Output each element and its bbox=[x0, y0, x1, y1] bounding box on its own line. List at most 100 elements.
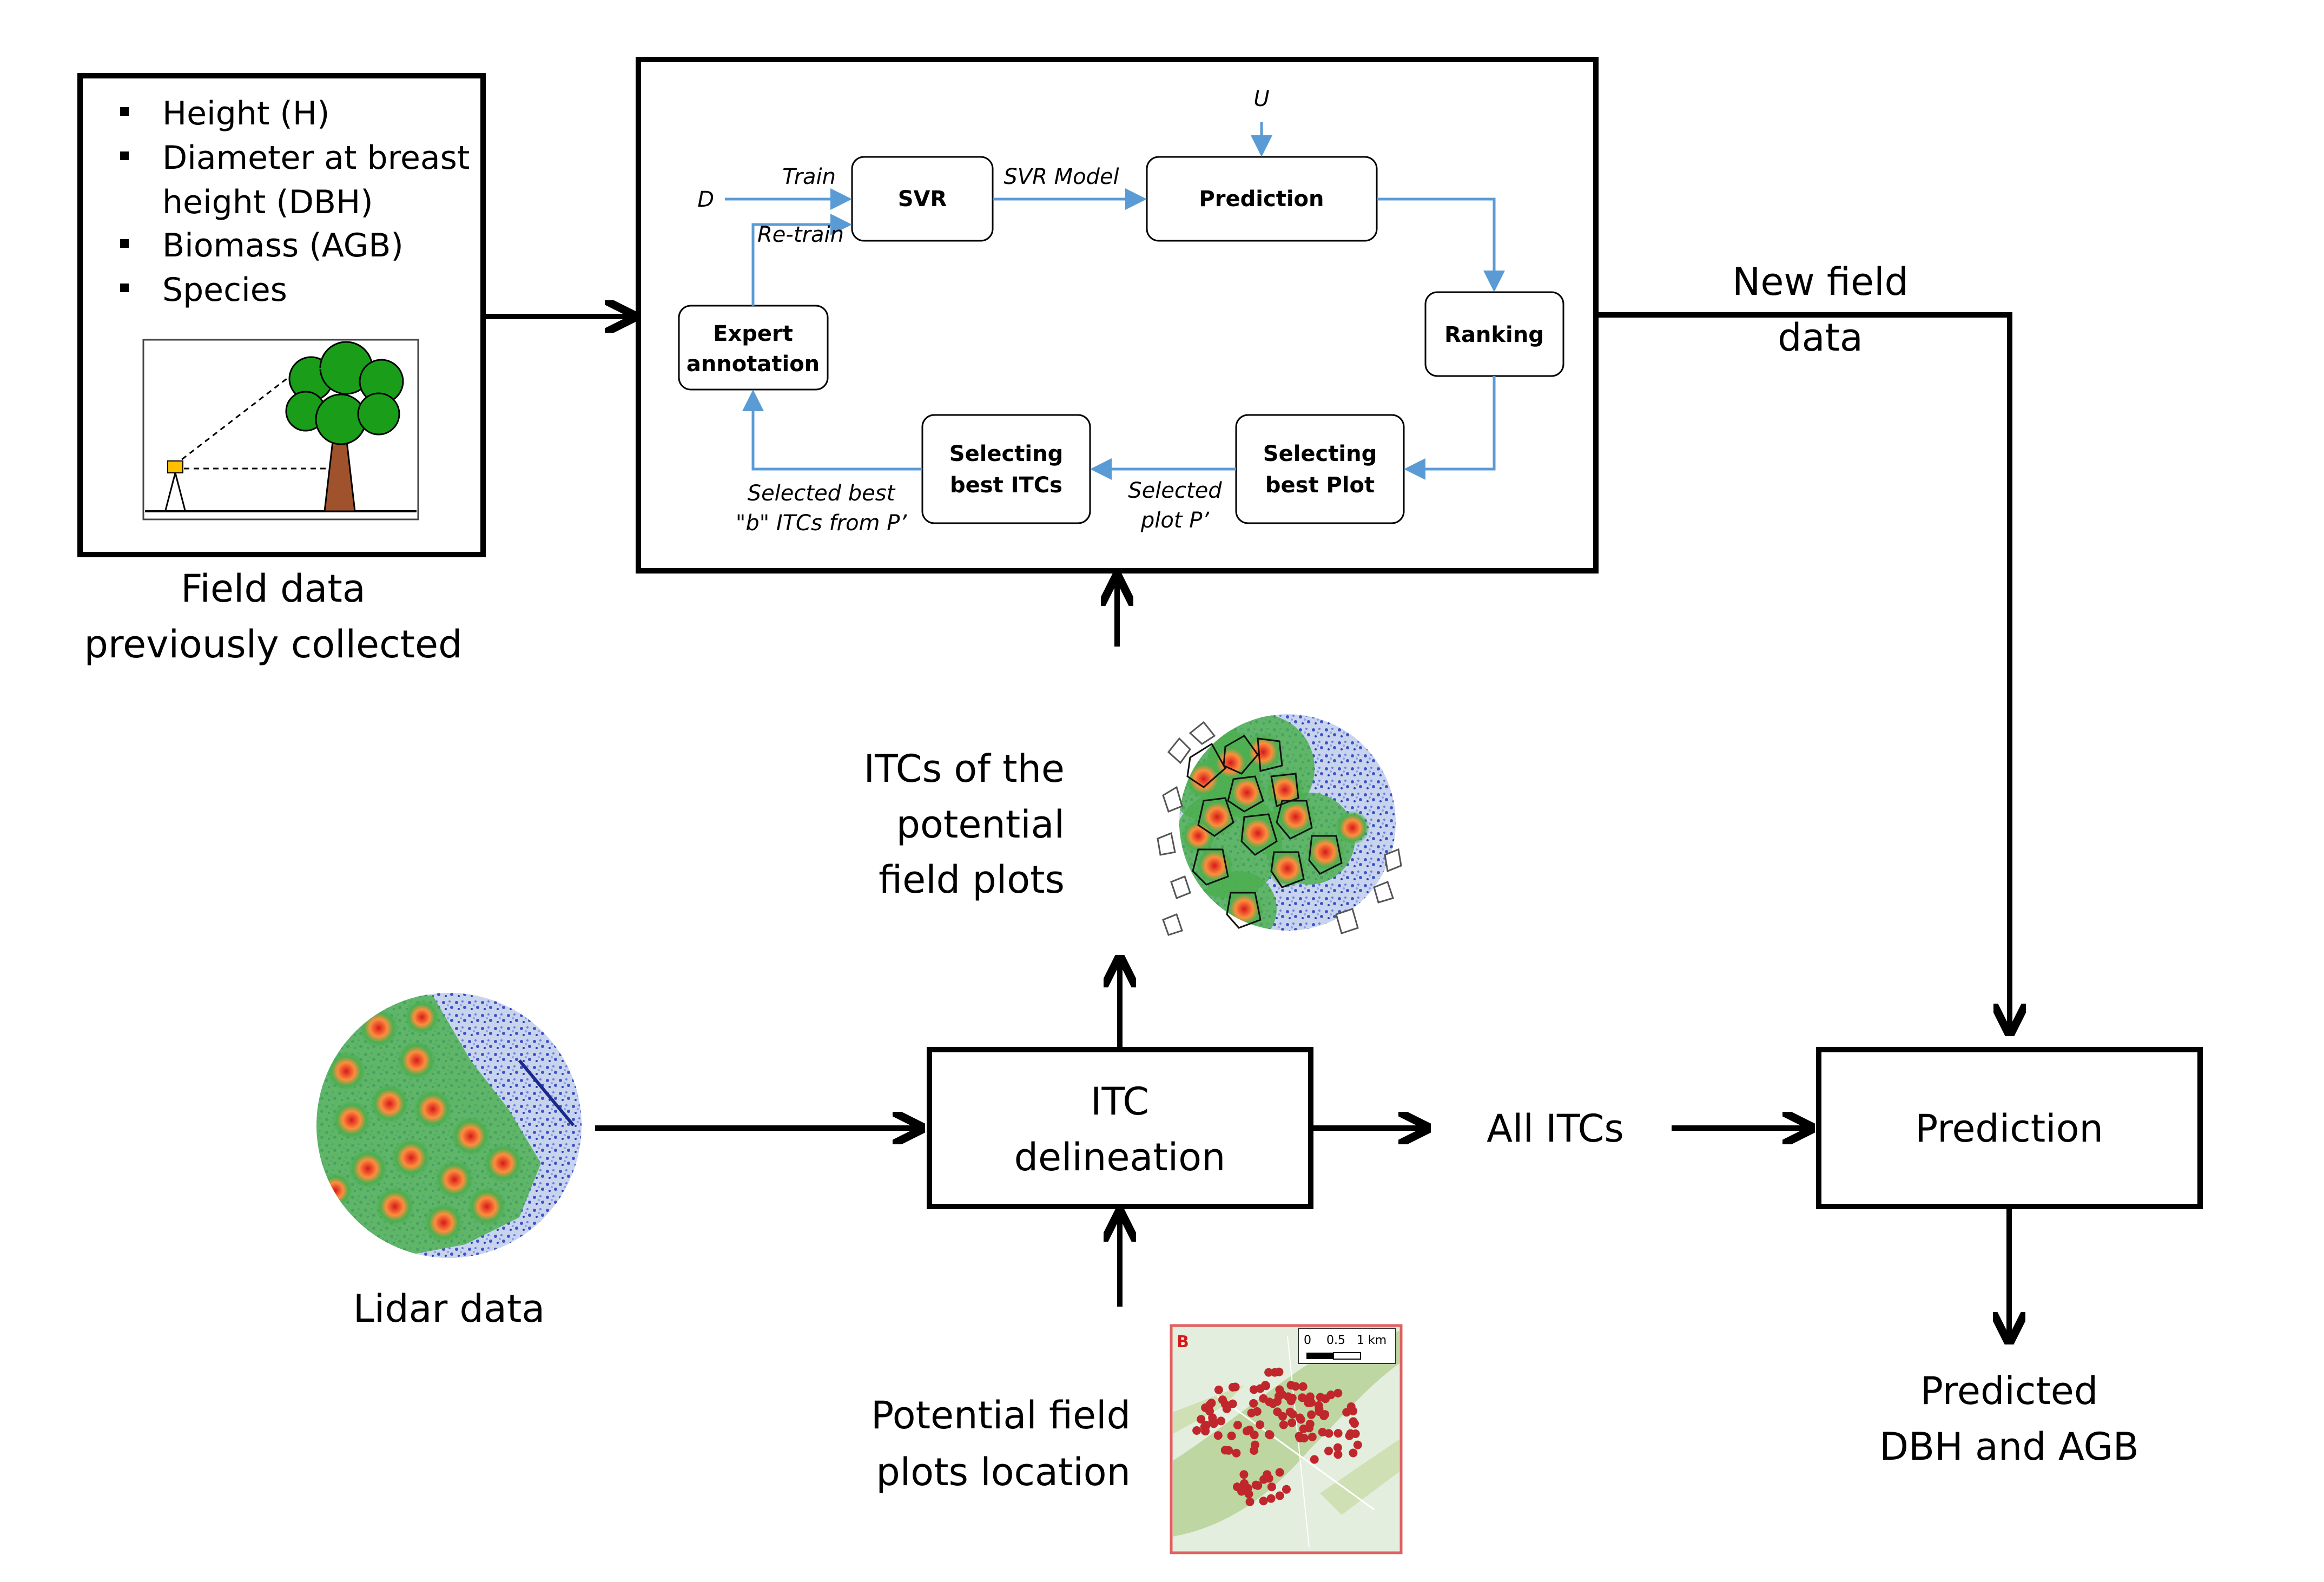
plot-dot bbox=[1232, 1448, 1241, 1458]
bullet-biomass: Biomass (AGB) bbox=[162, 227, 404, 265]
itc-delineation-line2: delineation bbox=[1014, 1135, 1226, 1179]
itc-crowns-image bbox=[1157, 714, 1402, 936]
bullet-marker bbox=[120, 239, 129, 248]
plot-dot bbox=[1266, 1494, 1276, 1503]
predicted-line1: Predicted bbox=[1920, 1369, 2098, 1413]
node-selecting-plot-line2: best Plot bbox=[1265, 473, 1375, 498]
plot-dot bbox=[1324, 1429, 1333, 1438]
plot-dot bbox=[1349, 1417, 1358, 1426]
plot-dot bbox=[1333, 1388, 1343, 1398]
plot-dot bbox=[1233, 1421, 1242, 1429]
plot-dot bbox=[1273, 1397, 1282, 1406]
plot-dot bbox=[1286, 1381, 1296, 1390]
label-retrain: Re-train bbox=[757, 222, 844, 247]
node-expert-annotation bbox=[678, 305, 829, 391]
plot-dot bbox=[1259, 1394, 1268, 1403]
node-selecting-itcs-line2: best ITCs bbox=[950, 473, 1062, 498]
plot-dot bbox=[1201, 1421, 1211, 1430]
potential-location-line1: Potential field bbox=[871, 1393, 1131, 1438]
plot-dot bbox=[1275, 1367, 1284, 1376]
plot-dot bbox=[1224, 1446, 1233, 1455]
node-expert-line2: annotation bbox=[686, 352, 820, 377]
plot-dot bbox=[1349, 1448, 1358, 1458]
plot-dot bbox=[1249, 1399, 1258, 1408]
plot-dot bbox=[1239, 1470, 1249, 1479]
plot-dot bbox=[1324, 1446, 1333, 1455]
arrow-itcs-to-expert bbox=[742, 390, 922, 471]
label-d: D bbox=[697, 187, 714, 212]
plot-dot bbox=[1308, 1432, 1317, 1441]
plot-dot bbox=[1288, 1418, 1297, 1427]
itcs-potential-line1: ITCs of the bbox=[864, 747, 1065, 791]
plot-dots bbox=[1192, 1367, 1362, 1506]
itcs-potential-line3: field plots bbox=[879, 858, 1065, 902]
node-svr-label: SVR bbox=[898, 187, 947, 212]
plot-dot bbox=[1353, 1440, 1362, 1449]
plot-dot bbox=[1205, 1407, 1214, 1416]
plot-dot bbox=[1267, 1482, 1276, 1492]
plot-dot bbox=[1298, 1393, 1307, 1402]
arrow-prediction-to-ranking bbox=[1377, 197, 1505, 292]
sight-line-top bbox=[174, 378, 287, 466]
label-svr-model: SVR Model bbox=[1003, 164, 1119, 189]
scale-label-05: 0.5 bbox=[1326, 1334, 1345, 1347]
potential-location-line2: plots location bbox=[876, 1450, 1131, 1494]
plot-dot bbox=[1259, 1497, 1268, 1506]
lidar-data-label: Lidar data bbox=[353, 1287, 545, 1331]
map-panel-letter: B bbox=[1177, 1333, 1189, 1352]
plot-dot bbox=[1213, 1431, 1223, 1440]
plot-dot bbox=[1310, 1455, 1319, 1464]
plot-dot bbox=[1315, 1405, 1324, 1414]
new-field-data-line2: data bbox=[1778, 315, 1863, 360]
label-selected-best-line1: Selected best bbox=[748, 481, 896, 506]
plot-dot bbox=[1228, 1383, 1237, 1392]
plot-dot bbox=[1192, 1426, 1201, 1435]
plot-dot bbox=[1275, 1491, 1284, 1500]
arrow-loop-to-prediction bbox=[1596, 312, 2010, 1031]
field-data-caption-line1: Field data bbox=[181, 566, 366, 611]
plot-dot bbox=[1264, 1368, 1273, 1377]
bullet-marker bbox=[120, 151, 129, 160]
node-ranking-label: Ranking bbox=[1444, 322, 1544, 347]
plot-dot bbox=[1251, 1440, 1259, 1449]
plot-dot bbox=[1256, 1420, 1265, 1429]
all-itcs-label: All ITCs bbox=[1487, 1106, 1624, 1151]
label-selected-best-line2: "b" ITCs from P’ bbox=[736, 511, 907, 536]
arrow-expert-to-svr bbox=[751, 214, 852, 306]
node-selecting-itcs-line1: Selecting bbox=[949, 441, 1063, 466]
plot-dot bbox=[1218, 1395, 1227, 1405]
plot-dot bbox=[1282, 1485, 1291, 1494]
node-selecting-plot bbox=[1235, 414, 1405, 524]
plot-dot bbox=[1307, 1410, 1316, 1419]
field-bullet-list: Height (H) Diameter at breast height (DB… bbox=[120, 95, 470, 309]
field-data-caption-line2: previously collected bbox=[84, 622, 462, 667]
plot-dot bbox=[1295, 1432, 1304, 1441]
plot-dot bbox=[1252, 1407, 1262, 1416]
plot-dot bbox=[1233, 1482, 1242, 1492]
node-selecting-itcs bbox=[921, 414, 1091, 524]
plot-dot bbox=[1321, 1410, 1330, 1419]
plot-dot bbox=[1217, 1416, 1226, 1426]
label-train: Train bbox=[782, 164, 836, 189]
plot-dot bbox=[1305, 1423, 1313, 1433]
plot-dot bbox=[1242, 1427, 1251, 1435]
loop-connectors bbox=[725, 122, 1505, 480]
bullet-marker bbox=[120, 107, 129, 116]
bullet-marker bbox=[120, 284, 129, 292]
plot-dot bbox=[1245, 1497, 1255, 1506]
loop-labels: D U Train Re-train SVR Model Selected pl… bbox=[697, 87, 1269, 536]
plot-dot bbox=[1207, 1399, 1216, 1408]
bullet-species: Species bbox=[162, 271, 287, 309]
node-selecting-plot-line1: Selecting bbox=[1263, 441, 1377, 466]
label-u: U bbox=[1253, 87, 1269, 111]
new-field-data-line1: New field bbox=[1732, 260, 1909, 304]
predicted-line2: DBH and AGB bbox=[1879, 1425, 2139, 1469]
plot-dot bbox=[1275, 1468, 1284, 1477]
plot-dot bbox=[1346, 1402, 1356, 1411]
plot-dot bbox=[1214, 1385, 1223, 1394]
bullet-dbh-line2: height (DBH) bbox=[162, 183, 373, 221]
plot-dot bbox=[1197, 1415, 1206, 1424]
lidar-image bbox=[316, 993, 582, 1258]
plot-dot bbox=[1275, 1385, 1284, 1394]
node-prediction-label: Prediction bbox=[1199, 187, 1324, 212]
